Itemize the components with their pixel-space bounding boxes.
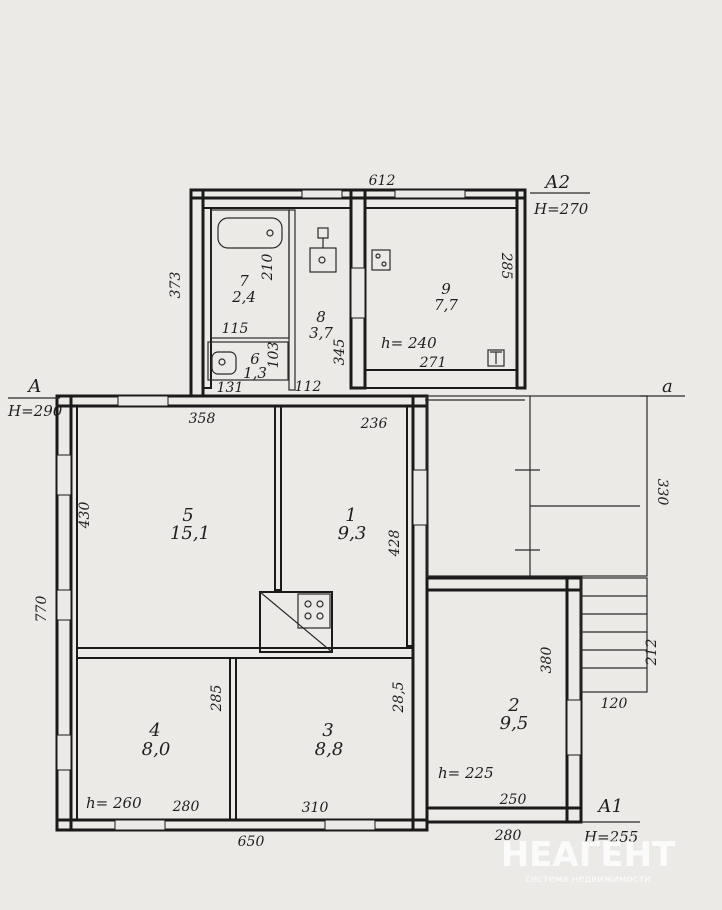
room-8-area: 3,7 xyxy=(309,324,333,342)
height-room9: h= 240 xyxy=(381,334,437,352)
dim-103: 103 xyxy=(266,342,282,369)
marker-a2-height: Н=270 xyxy=(533,200,589,218)
room-labels: 7 2,4 8 3,7 9 7,7 6 1,3 5 15,1 1 9,3 4 8… xyxy=(142,272,529,760)
dim-650: 650 xyxy=(238,834,265,850)
dim-112: 112 xyxy=(295,379,322,395)
dim-212: 212 xyxy=(644,639,660,667)
height-room4: h= 260 xyxy=(86,794,142,812)
room2-walls xyxy=(425,576,583,824)
room-2-number: 2 xyxy=(507,695,519,716)
dim-612: 612 xyxy=(369,173,396,189)
marker-a-height: Н=290 xyxy=(7,402,63,420)
dim-280-bottom: 280 xyxy=(494,828,522,844)
watermark-brand: НЕАГЕНТ xyxy=(501,835,676,875)
marker-small-a: а xyxy=(662,376,673,397)
porch-stairs xyxy=(580,577,648,693)
veranda xyxy=(425,395,685,577)
dim-115: 115 xyxy=(222,321,249,337)
dim-770: 770 xyxy=(34,596,50,623)
height-labels: h= 240 h= 225 h= 260 xyxy=(86,334,494,812)
kitchen-block xyxy=(259,591,333,653)
room-4-number: 4 xyxy=(148,720,160,741)
dim-285-annex: 285 xyxy=(498,252,514,280)
room-9-area: 7,7 xyxy=(434,296,458,314)
dim-380: 380 xyxy=(539,647,555,674)
room-1-number: 1 xyxy=(345,505,356,526)
dim-236: 236 xyxy=(360,416,388,432)
dim-210: 210 xyxy=(260,254,276,282)
watermark-tagline: система недвижимости xyxy=(525,874,650,885)
water-heater-icon xyxy=(309,227,337,273)
marker-a1-height: Н=255 xyxy=(583,828,638,846)
dimension-labels: 612 373 210 115 285 345 271 103 131 112 … xyxy=(34,173,670,850)
room-6-number: 6 xyxy=(250,350,260,368)
dim-28-5-room3: 28,5 xyxy=(391,681,407,713)
dim-131: 131 xyxy=(217,380,244,396)
marker-lines xyxy=(8,192,640,823)
dim-285-room4: 285 xyxy=(209,685,225,713)
room-7-area: 2,4 xyxy=(231,288,256,306)
room-5-area: 15,1 xyxy=(170,523,210,544)
marker-a-label: А xyxy=(26,376,42,397)
marker-a1-label: А1 xyxy=(596,796,623,817)
section-markers: А2 Н=270 А Н=290 А1 Н=255 а xyxy=(7,172,673,846)
marker-a2-label: А2 xyxy=(543,172,570,193)
sink-icon xyxy=(211,351,237,375)
dim-345: 345 xyxy=(332,339,348,366)
room-6-area: 1,3 xyxy=(243,364,267,382)
annex-walls xyxy=(189,188,527,398)
dim-120: 120 xyxy=(601,696,628,712)
dim-280-room4: 280 xyxy=(172,799,200,815)
chimney-icon xyxy=(487,349,505,367)
room-4-area: 8,0 xyxy=(142,739,171,760)
house-walls xyxy=(55,394,429,832)
room-8-number: 8 xyxy=(316,308,326,326)
dim-250: 250 xyxy=(499,792,527,808)
watermark-logo: НЕАГЕНТ система недвижимости xyxy=(501,835,676,885)
dim-430: 430 xyxy=(77,502,93,530)
dim-310: 310 xyxy=(302,800,329,816)
dim-358: 358 xyxy=(189,411,216,427)
bathtub-icon xyxy=(217,217,283,249)
dim-330: 330 xyxy=(654,479,670,506)
stove-icon-annex xyxy=(371,249,391,271)
room-2-area: 9,5 xyxy=(500,713,529,734)
room-3-number: 3 xyxy=(322,720,333,741)
room-1-area: 9,3 xyxy=(338,523,367,544)
dim-373: 373 xyxy=(168,272,184,299)
height-room2: h= 225 xyxy=(438,764,494,782)
room-7-number: 7 xyxy=(239,272,249,290)
room-5-number: 5 xyxy=(182,505,193,526)
dim-428: 428 xyxy=(387,530,403,558)
dim-271: 271 xyxy=(419,355,447,371)
room-3-area: 8,8 xyxy=(315,739,344,760)
room-9-number: 9 xyxy=(441,280,451,298)
